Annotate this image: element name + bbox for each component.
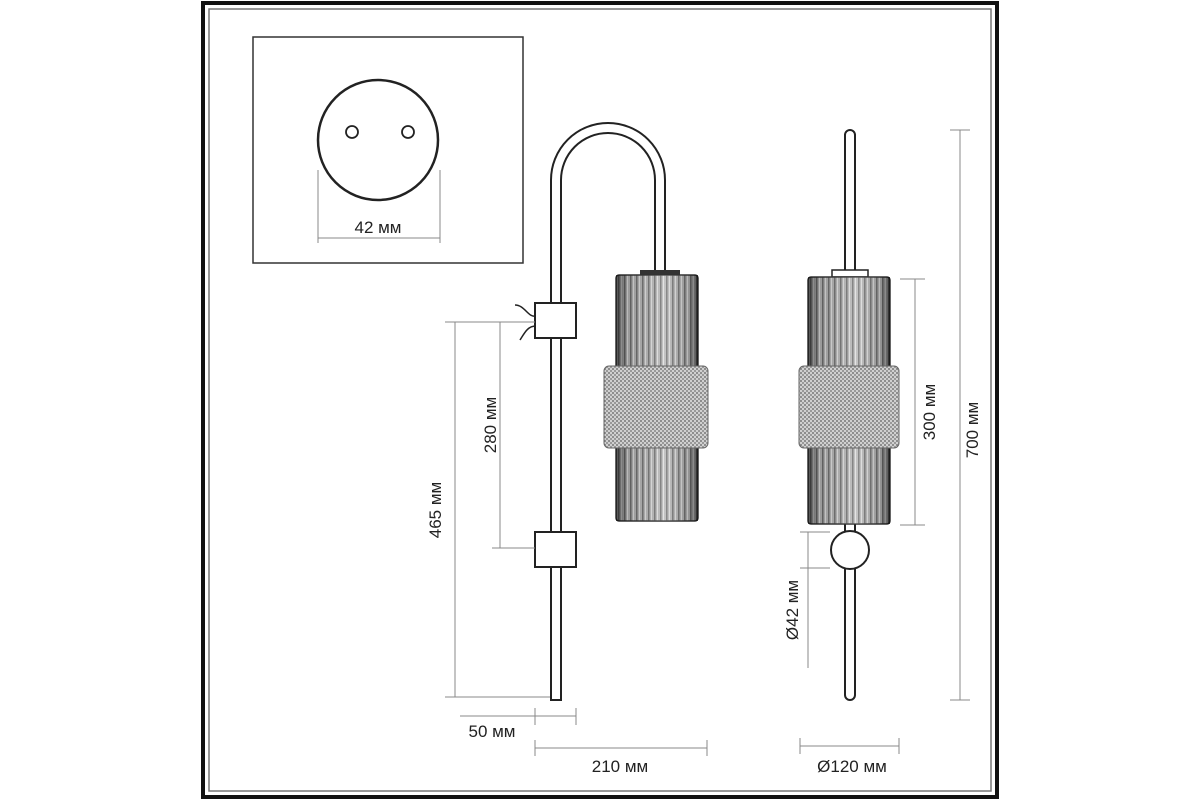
knurled-band — [798, 365, 900, 449]
shade-height-label: 300 мм — [920, 384, 939, 440]
depth-label: 210 мм — [592, 757, 648, 776]
knurled-band — [603, 365, 709, 449]
height-465-label: 465 мм — [426, 482, 445, 538]
screw-hole — [345, 125, 359, 139]
total-height-label: 700 мм — [963, 402, 982, 458]
screw-hole — [401, 125, 415, 139]
bracket-spacing-label: 280 мм — [481, 397, 500, 453]
decorative-ball — [830, 530, 870, 570]
mount-plate-inset: 42 мм — [252, 36, 524, 264]
wall-offset-label: 50 мм — [468, 722, 515, 741]
mount-diameter-label: 42 мм — [354, 218, 401, 237]
shade-diameter-label: Ø120 мм — [817, 757, 887, 776]
side-view-lamp — [514, 122, 709, 701]
drawing-frame — [201, 1, 999, 799]
front-view-lamp — [798, 129, 900, 701]
mount-plate-circle — [316, 78, 440, 202]
wall-bracket — [534, 302, 577, 339]
dimensions: 465 мм 280 мм 50 мм 210 мм Ø120 мм 300 м… — [426, 129, 982, 776]
wall-bracket — [534, 531, 577, 568]
ball-diameter-label: Ø42 мм — [783, 580, 802, 640]
